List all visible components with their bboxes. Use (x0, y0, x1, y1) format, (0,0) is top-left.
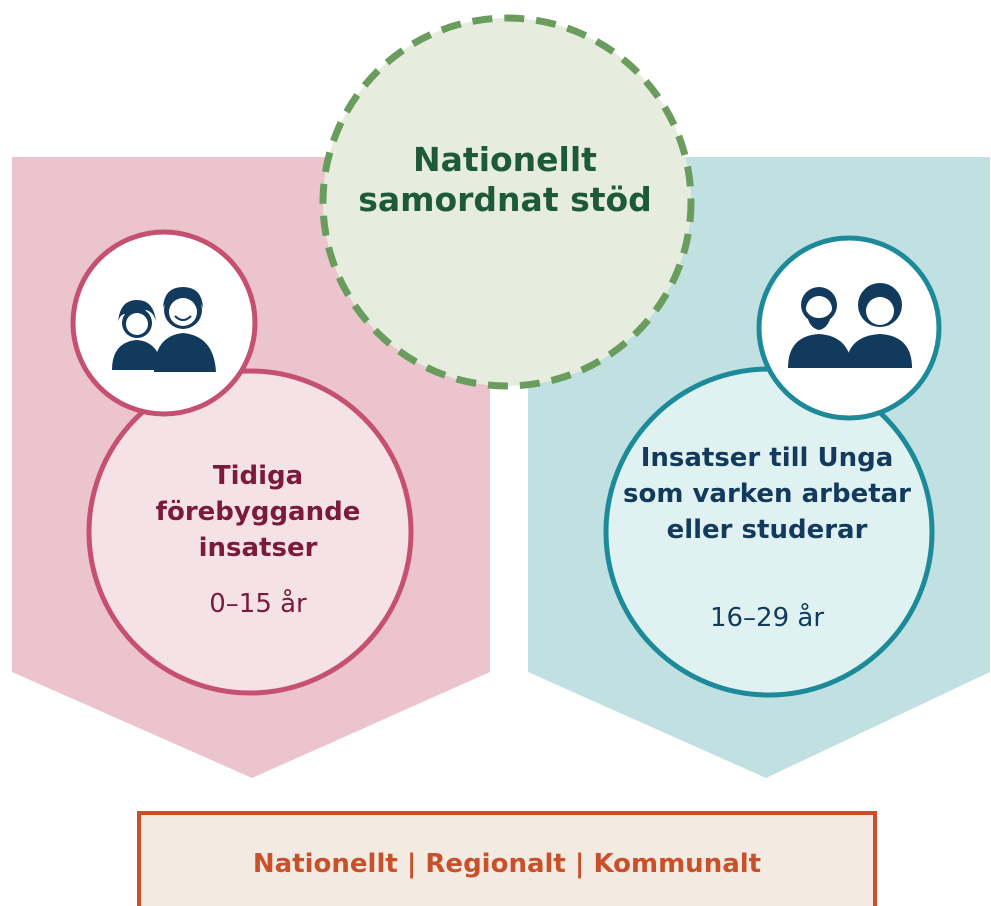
right-age-range: 16–29 år (709, 603, 825, 633)
footer-levels-text: Nationellt | Regionalt | Kommunalt (252, 849, 762, 879)
left-icon-circle (70, 229, 258, 417)
left-age-range: 0–15 år (209, 589, 307, 619)
center-circle (319, 14, 695, 390)
left-circle (86, 368, 414, 696)
left-title: Tidiga förebyggande insatser (155, 461, 361, 563)
footer-levels-box: Nationellt | Regionalt | Kommunalt (137, 811, 877, 906)
child-and-adult-icon (112, 287, 216, 372)
young-adults-icon (788, 283, 912, 368)
right-icon-circle (756, 235, 942, 421)
center-title: Nationellt samordnat stöd (358, 140, 652, 219)
right-title: Insatser till Unga som varken arbetar el… (623, 443, 911, 545)
